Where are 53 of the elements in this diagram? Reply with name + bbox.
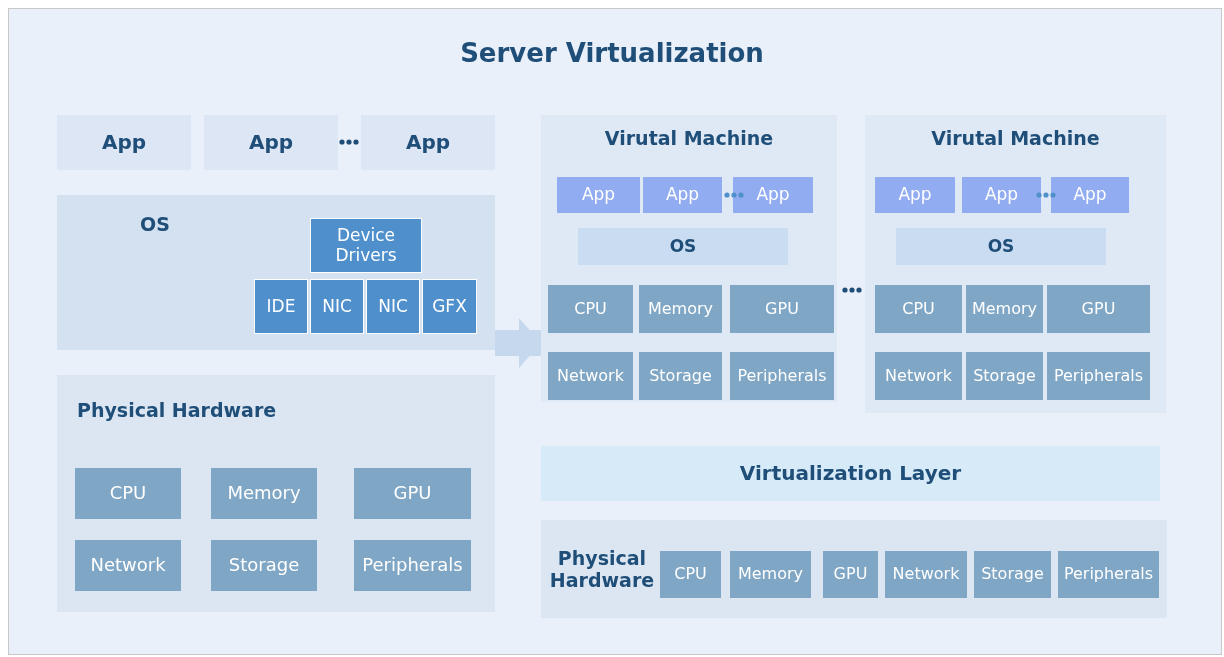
- app-block: App: [733, 177, 813, 213]
- virtual-machine-panel: [865, 115, 1166, 413]
- hardware-block: CPU: [660, 551, 721, 598]
- app-block: App: [875, 177, 955, 213]
- hardware-block: Storage: [639, 352, 722, 400]
- panel-heading: OS: [140, 213, 170, 235]
- driver-block: IDE: [254, 279, 308, 334]
- hardware-block: CPU: [75, 468, 181, 519]
- panel-heading: Physical Hardware: [77, 399, 277, 421]
- hardware-block: Network: [548, 352, 633, 400]
- hardware-block: GPU: [354, 468, 471, 519]
- hardware-block: CPU: [875, 285, 962, 333]
- app-block: App: [57, 115, 191, 170]
- hardware-block: GPU: [1047, 285, 1150, 333]
- app-block: App: [1051, 177, 1129, 213]
- hardware-block: Peripherals: [1058, 551, 1159, 598]
- os-panel: [57, 195, 495, 350]
- panel-heading: Virutal Machine: [603, 127, 775, 149]
- app-block: App: [962, 177, 1041, 213]
- app-block: App: [557, 177, 640, 213]
- hardware-block: Peripherals: [1047, 352, 1150, 400]
- driver-block: NIC: [310, 279, 364, 334]
- driver-block: GFX: [422, 279, 477, 334]
- hardware-block: Peripherals: [730, 352, 834, 400]
- hardware-block: Network: [75, 540, 181, 591]
- hardware-block: Memory: [211, 468, 317, 519]
- hardware-block: Network: [875, 352, 962, 400]
- hardware-panel: [57, 375, 495, 612]
- arrow: [495, 318, 541, 368]
- hardware-block: CPU: [548, 285, 633, 333]
- hardware-panel: [541, 520, 1167, 618]
- panel-heading: Virutal Machine: [930, 127, 1101, 149]
- os-block: OS: [578, 228, 788, 265]
- driver-block: Device Drivers: [310, 218, 422, 273]
- virtual-machine-panel: [541, 115, 837, 402]
- virtualization-layer-bar: Virtualization Layer: [541, 446, 1160, 501]
- hardware-block: Storage: [211, 540, 317, 591]
- app-block: App: [204, 115, 338, 170]
- diagram-title: Server Virtualization: [459, 38, 765, 68]
- hardware-block: Network: [885, 551, 967, 598]
- os-block: OS: [896, 228, 1106, 265]
- hardware-block: Peripherals: [354, 540, 471, 591]
- hardware-block: Memory: [966, 285, 1043, 333]
- hardware-block: Storage: [974, 551, 1051, 598]
- hardware-block: GPU: [730, 285, 834, 333]
- hardware-block: Memory: [730, 551, 811, 598]
- app-block: App: [361, 115, 495, 170]
- driver-block: NIC: [366, 279, 420, 334]
- hardware-block: Memory: [639, 285, 722, 333]
- panel-heading: Physical Hardware: [549, 548, 655, 592]
- app-block: App: [643, 177, 722, 213]
- hardware-block: GPU: [823, 551, 878, 598]
- hardware-block: Storage: [966, 352, 1043, 400]
